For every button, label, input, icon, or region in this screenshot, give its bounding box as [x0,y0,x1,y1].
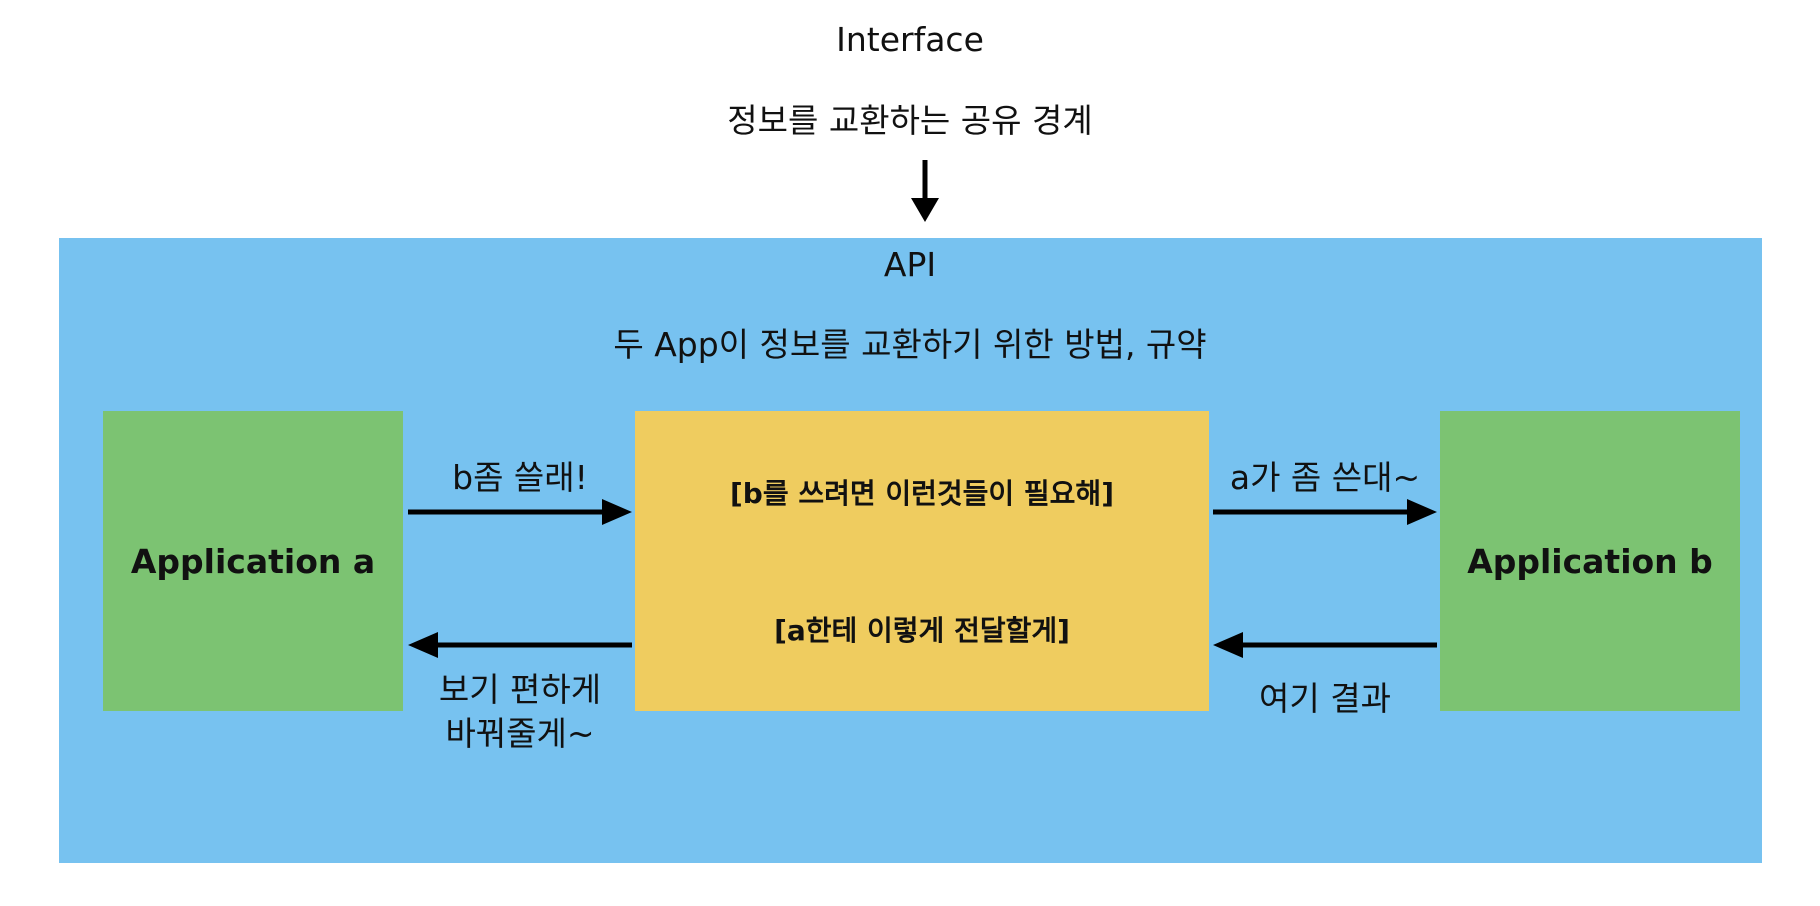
application-b-box: Application b [1440,411,1740,711]
api-box-request-text: [b를 쓰려면 이런것들이 필요해] [729,477,1114,510]
application-b-label: Application b [1467,541,1713,581]
api-title: API [883,245,937,284]
application-a-label: Application a [130,541,376,581]
application-a-box: Application a [103,411,403,711]
interface-title: Interface [836,20,984,59]
interface-down-arrow-icon [911,160,939,222]
api-contract-box [635,411,1209,711]
arrow-label-b-result: 여기 결과 [1259,679,1391,718]
api-box-response-text: [a한테 이렇게 전달할게] [774,614,1070,647]
arrow-api-to-a-icon [408,632,632,658]
api-description: 두 App이 정보를 교환하기 위한 방법, 규약 [613,325,1207,364]
arrow-label-api-reply-line-1: 보기 편하게 [438,670,602,709]
arrow-label-b-request: a가 좀 쓴대~ [1229,458,1421,497]
arrow-api-to-b-icon [1213,499,1437,525]
arrow-b-to-api-icon [1213,632,1437,658]
arrow-label-a-request: b좀 쓸래! [452,458,588,497]
interface-description: 정보를 교환하는 공유 경계 [727,101,1093,140]
arrow-label-api-reply: 보기 편하게 바꿔줄게~ [405,668,635,756]
arrow-label-api-reply-line-2: 바꿔줄게~ [445,714,595,753]
arrow-a-to-api-icon [408,499,632,525]
